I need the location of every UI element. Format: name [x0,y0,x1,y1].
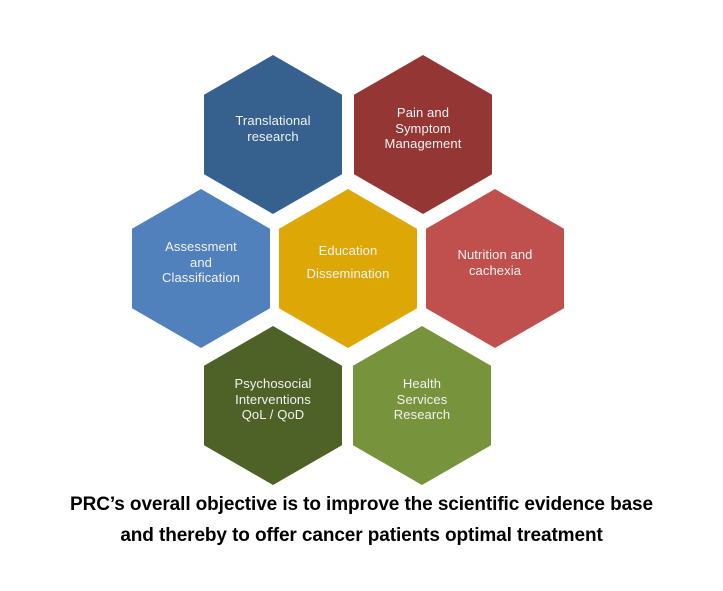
hexagon-psychosocial-interventions: Psychosocial Interventions QoL / QoD [204,326,342,485]
hexagon-pain-symptom-management-label: Pain and Symptom Management [384,105,462,152]
objective-caption: PRC’s overall objective is to improve th… [0,489,723,551]
hexagon-assessment-classification-label: Assessment and Classification [162,239,240,286]
hexagon-nutrition-cachexia: Nutrition and cachexia [426,189,564,348]
hexagon-education-dissemination-label: Education Dissemination [306,242,390,281]
hexagon-nutrition-cachexia-label: Nutrition and cachexia [457,246,533,278]
hexagon-assessment-classification: Assessment and Classification [132,189,270,348]
hexagon-pain-symptom-management: Pain and Symptom Management [354,55,492,214]
hexagon-translational-research: Translational research [204,55,342,214]
hexagon-health-services-research-label: Health Services Research [393,376,451,423]
hexagon-health-services-research: Health Services Research [353,326,491,485]
objective-caption-line-2: and thereby to offer cancer patients opt… [120,525,603,546]
objective-caption-line-1: PRC’s overall objective is to improve th… [70,494,653,515]
hexagon-education-dissemination: Education Dissemination [279,189,417,348]
hexagon-psychosocial-interventions-label: Psychosocial Interventions QoL / QoD [234,376,312,423]
hexagon-translational-research-label: Translational research [235,112,311,144]
